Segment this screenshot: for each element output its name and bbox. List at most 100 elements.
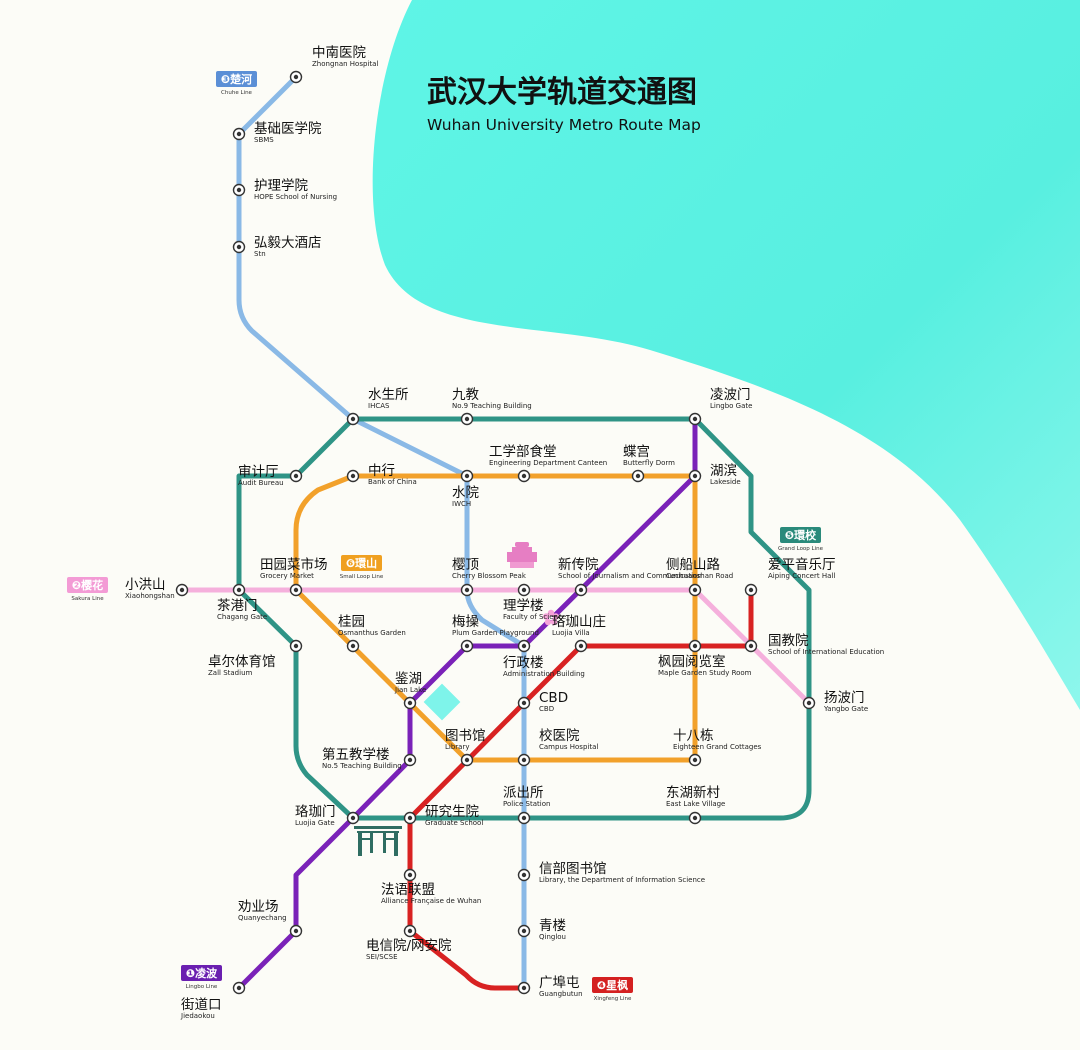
station-diwu[interactable]	[403, 753, 417, 767]
station-marker-dot	[521, 587, 527, 593]
station-marker-dot	[578, 587, 584, 593]
station-zhonghang[interactable]	[346, 469, 360, 483]
station-name-zh: 派出所	[503, 785, 544, 801]
station-cbd[interactable]	[517, 696, 531, 710]
station-name-en: Butterfly Dorm	[623, 459, 675, 467]
station-diegong[interactable]	[631, 469, 645, 483]
station-tianyuan[interactable]	[289, 583, 303, 597]
station-luojiashanzhuang[interactable]	[574, 639, 588, 653]
station-name-en: Bank of China	[368, 478, 417, 486]
badge-label: ❸楚河	[221, 72, 252, 86]
station-marker-dot	[692, 643, 698, 649]
station-name-zh: 茶港门	[217, 598, 258, 614]
station-shuiyuan[interactable]	[460, 469, 474, 483]
badge-label: ❺環校	[785, 528, 817, 542]
station-jiujiao[interactable]	[460, 412, 474, 426]
station-marker-dot	[293, 587, 299, 593]
station-paichusuo[interactable]	[517, 811, 531, 825]
station-name-en: Lakeside	[710, 478, 741, 486]
station-name-zh: 劝业场	[238, 899, 279, 915]
badge-box	[216, 71, 257, 87]
xingfeng-line	[407, 587, 754, 991]
station-fayu[interactable]	[403, 868, 417, 882]
badge-label: ❻環山	[346, 556, 377, 570]
station-zall[interactable]	[289, 639, 303, 653]
station-xinchuan[interactable]	[574, 583, 588, 597]
station-name-zh: 审计厅	[238, 464, 279, 480]
station-name-zh: 广埠屯	[539, 975, 580, 991]
station-lixue[interactable]	[517, 583, 531, 597]
station-xiaoyiyuan[interactable]	[517, 753, 531, 767]
station-hubin[interactable]	[688, 469, 702, 483]
station-name-en: Aiping Concert Hall	[768, 572, 835, 580]
station-marker-dot	[293, 473, 299, 479]
station-marker-dot	[236, 131, 242, 137]
station-guiyuan[interactable]	[346, 639, 360, 653]
badge-sublabel: Lingbo Line	[186, 984, 218, 990]
east-lake-shape	[372, 0, 1080, 710]
station-shuisheng[interactable]	[346, 412, 360, 426]
station-dianxin[interactable]	[403, 924, 417, 938]
station-jiedaokou[interactable]	[232, 981, 246, 995]
station-name-zh: 十八栋	[673, 728, 714, 744]
station-marker-dot	[350, 815, 356, 821]
station-qinglou[interactable]	[517, 924, 531, 938]
line-badge-chuhe[interactable]: ❸楚河 Chuhe Line	[216, 71, 257, 96]
station-guojiao[interactable]	[744, 639, 758, 653]
station-marker-dot	[521, 928, 527, 934]
station-xingzheng[interactable]	[517, 639, 531, 653]
station-marker-dot	[692, 757, 698, 763]
station-name-zh: 护理学院	[254, 178, 308, 194]
station-cechuan[interactable]	[688, 583, 702, 597]
station-name-zh: 图书馆	[445, 728, 486, 744]
station-name-en: Maple Garden Study Room	[658, 669, 752, 677]
station-zhongnan[interactable]	[289, 70, 303, 84]
station-chagang[interactable]	[232, 583, 246, 597]
station-gongxuebu[interactable]	[517, 469, 531, 483]
station-nursing[interactable]	[232, 183, 246, 197]
station-hongyi[interactable]	[232, 240, 246, 254]
station-marker-dot	[407, 757, 413, 763]
station-marker-dot	[236, 587, 242, 593]
station-marker-dot	[748, 643, 754, 649]
station-tushuguan[interactable]	[460, 753, 474, 767]
station-yingding[interactable]	[460, 583, 474, 597]
station-quanye[interactable]	[289, 924, 303, 938]
station-xinbu[interactable]	[517, 868, 531, 882]
station-name-zh: 中行	[368, 463, 395, 479]
station-name-en: Eighteen Grand Cottages	[673, 743, 762, 751]
badge-sublabel: Chuhe Line	[221, 90, 253, 96]
station-luojiamen[interactable]	[346, 811, 360, 825]
station-name-zh: 国教院	[768, 633, 809, 649]
station-marker-dot	[350, 473, 356, 479]
station-jianhu[interactable]	[403, 696, 417, 710]
station-meicao[interactable]	[460, 639, 474, 653]
station-marker-dot	[464, 416, 470, 422]
station-aiping[interactable]	[744, 583, 758, 597]
station-shenji[interactable]	[289, 469, 303, 483]
map-subtitle: Wuhan University Metro Route Map	[427, 116, 701, 134]
station-marker-dot	[692, 587, 698, 593]
station-marker-dot	[350, 416, 356, 422]
station-name-en: Campus Hospital	[539, 743, 598, 751]
station-name-en: CBD	[539, 705, 554, 713]
station-name-en: Police Station	[503, 800, 550, 808]
station-guangbutun[interactable]	[517, 981, 531, 995]
station-shibadong[interactable]	[688, 753, 702, 767]
station-sbms[interactable]	[232, 127, 246, 141]
station-yangbo[interactable]	[802, 696, 816, 710]
station-xiaohong[interactable]	[175, 583, 189, 597]
station-name-en: Stn	[254, 250, 266, 258]
station-lingbogate[interactable]	[688, 412, 702, 426]
station-yanjiusheng[interactable]	[403, 811, 417, 825]
badge-box	[780, 527, 821, 543]
station-fengyuan[interactable]	[688, 639, 702, 653]
station-name-zh: 小洪山	[125, 577, 166, 593]
station-donghu[interactable]	[688, 811, 702, 825]
station-name-zh: 桂园	[338, 614, 365, 630]
